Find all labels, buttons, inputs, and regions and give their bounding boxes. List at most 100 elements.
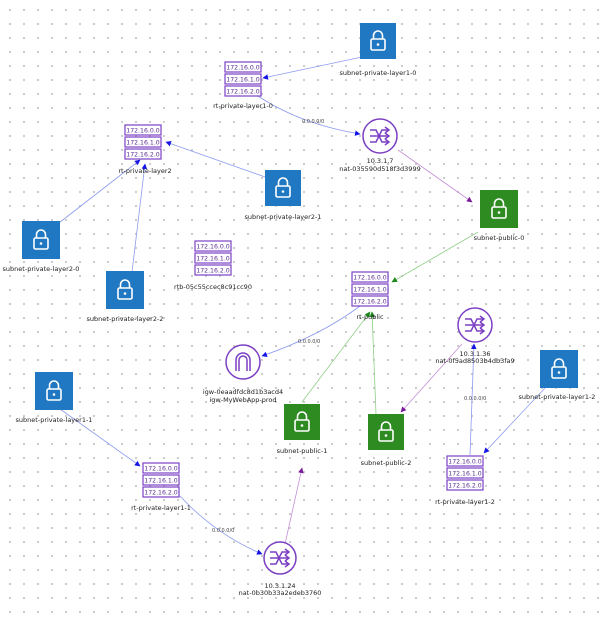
subnet-label: subnet-private-layer2-2 <box>87 315 164 323</box>
edges: 0.0.0.0/0 0.0.0.0/0 0.0.0.0/0 0.0.0.0/0 <box>54 56 546 555</box>
route-cidr: 172.16.1.0 <box>353 287 387 294</box>
route-table-icon <box>446 455 484 491</box>
edge-spl10-rt10 <box>262 56 363 80</box>
route-cidr: 172.16.2.0 <box>196 268 230 275</box>
route-table-icon <box>194 240 232 276</box>
nat-ip: 10.3.1.7 <box>367 157 394 165</box>
route-table-icon <box>224 61 262 97</box>
route-cidr: 172.16.1.0 <box>448 471 482 478</box>
route-table-label: rt-private-layer1-0 <box>213 102 273 110</box>
nat-gateway-icon <box>263 541 297 575</box>
lock-icon <box>491 198 507 219</box>
route-cidr: 172.16.1.0 <box>144 478 178 485</box>
edge-nat0-sp0 <box>397 149 473 203</box>
route-table-rtb-05c55ccec8c91cc90[interactable]: 172.16.0.0 172.16.1.0 172.16.2.0 rtb-05c… <box>174 240 252 291</box>
igw-id: igw-0eaadfdc8d1b3acd4 <box>203 388 283 396</box>
edge-label: 0.0.0.0/0 <box>212 528 234 534</box>
route-table-rt-private-layer1-0[interactable]: 172.16.0.0 172.16.1.0 172.16.2.0 rt-priv… <box>213 61 273 110</box>
subnet-label: subnet-public-1 <box>277 447 328 455</box>
route-table-label: rt-private-layer1-2 <box>435 498 495 506</box>
edge-label: 0.0.0.0/0 <box>302 119 324 125</box>
route-cidr: 172.16.2.0 <box>126 152 160 159</box>
edge-nat1-sp2 <box>400 343 463 413</box>
subnet-label: subnet-private-layer1-0 <box>340 69 417 77</box>
lock-icon <box>294 411 310 432</box>
edge-rt12-nat1 <box>469 343 477 456</box>
subnet-label: subnet-private-layer2-1 <box>245 213 322 221</box>
subnet-public-0-node[interactable]: subnet-public-0 <box>474 190 525 242</box>
lock-icon <box>117 279 133 300</box>
subnet-label: subnet-public-0 <box>474 234 525 242</box>
route-table-rt-private-layer2[interactable]: 172.16.0.0 172.16.1.0 172.16.2.0 rt-priv… <box>118 124 172 175</box>
route-cidr: 172.16.2.0 <box>448 483 482 490</box>
subnet-label: subnet-private-layer1-1 <box>16 416 93 424</box>
internet-gateway-icon <box>225 344 261 380</box>
edge-sp2-rtpub <box>369 311 377 415</box>
lock-icon <box>370 30 386 51</box>
nat-gateway-icon <box>362 118 398 154</box>
nat-ip: 10.3.1.24 <box>264 582 295 590</box>
route-table-label: rtb-05c55ccec8c91cc90 <box>174 283 252 291</box>
route-cidr: 172.16.0.0 <box>144 466 178 473</box>
route-cidr: 172.16.2.0 <box>353 299 387 306</box>
nat-name: nat-035590d518f3d3999 <box>339 165 420 173</box>
nat-ip: 10.3.1.36 <box>459 350 490 358</box>
route-table-icon <box>142 462 180 498</box>
subnet-private-layer2-2-node[interactable]: subnet-private-layer2-2 <box>87 271 164 323</box>
subnet-private-layer2-1-node[interactable]: subnet-private-layer2-1 <box>245 170 322 221</box>
edge-rt10-nat0 <box>257 95 361 136</box>
edge-label: 0.0.0.0/0 <box>464 396 486 402</box>
nat-name: nat-0f5ad8503b4db3fa9 <box>435 357 514 365</box>
route-cidr: 172.16.1.0 <box>126 140 160 147</box>
route-cidr: 172.16.0.0 <box>226 65 260 72</box>
lock-icon <box>551 358 567 379</box>
subnet-public-1-node[interactable]: subnet-public-1 <box>277 404 328 455</box>
edge-rtpub-igw <box>261 305 361 358</box>
lock-icon <box>46 380 62 401</box>
route-cidr: 172.16.2.0 <box>226 89 260 96</box>
subnet-private-layer2-0-node[interactable]: subnet-private-layer2-0 <box>3 221 80 273</box>
edge-spl12-rt12 <box>483 387 546 454</box>
lock-icon <box>275 177 291 198</box>
route-table-label: rt-private-layer2 <box>118 167 171 175</box>
nat-name: nat-0b30b33a2edeb3760 <box>239 589 322 597</box>
edge-nat2-sp1 <box>284 467 304 545</box>
edge-spl21-rt2 <box>165 141 269 179</box>
edge-spl20-rt2 <box>54 159 141 227</box>
edge-label: 0.0.0.0/0 <box>298 339 320 345</box>
route-table-rt-private-layer1-2[interactable]: 172.16.0.0 172.16.1.0 172.16.2.0 rt-priv… <box>435 455 495 506</box>
route-table-rt-private-layer1-1[interactable]: 172.16.0.0 172.16.1.0 172.16.2.0 rt-priv… <box>131 462 191 512</box>
subnet-private-layer1-2-node[interactable]: subnet-private-layer1-2 <box>519 350 596 401</box>
lock-icon <box>33 229 49 250</box>
route-table-rt-public[interactable]: 172.16.0.0 172.16.1.0 172.16.2.0 rt-publ… <box>351 271 389 321</box>
route-cidr: 172.16.2.0 <box>144 490 178 497</box>
subnet-label: subnet-private-layer1-2 <box>519 393 596 401</box>
lock-icon <box>378 421 394 442</box>
internet-gateway-igw-MyWebApp-prod[interactable]: igw-0eaadfdc8d1b3acd4 igw-MyWebApp-prod <box>203 344 283 404</box>
subnet-private-layer1-1-node[interactable]: subnet-private-layer1-1 <box>16 372 93 424</box>
edge-sp1-rtpub <box>301 311 371 403</box>
edge-rt11-nat2 <box>179 495 263 555</box>
route-cidr: 172.16.0.0 <box>196 244 230 251</box>
route-cidr: 172.16.0.0 <box>353 275 387 282</box>
route-cidr: 172.16.0.0 <box>126 128 160 135</box>
edge-sp0-rtpub <box>391 231 479 283</box>
nat-gateway-nat-035590d518f3d3999[interactable]: 10.3.1.7 nat-035590d518f3d3999 <box>339 118 421 173</box>
nat-gateway-nat-0b30b33a2edeb3760[interactable]: 10.3.1.24 nat-0b30b33a2edeb3760 <box>239 541 322 597</box>
route-table-label: rt-private-layer1-1 <box>131 504 191 512</box>
route-cidr: 172.16.1.0 <box>196 256 230 263</box>
nat-gateway-icon <box>457 307 493 343</box>
route-table-icon <box>124 124 162 160</box>
subnet-private-layer1-0-node[interactable]: subnet-private-layer1-0 <box>340 23 417 77</box>
subnet-public-2-node[interactable]: subnet-public-2 <box>361 414 412 467</box>
nat-gateway-nat-0f5ad8503b4db3fa9[interactable]: 10.3.1.36 nat-0f5ad8503b4db3fa9 <box>435 307 515 365</box>
igw-name: igw-MyWebApp-prod <box>209 396 276 404</box>
subnet-label: subnet-public-2 <box>361 459 412 467</box>
route-table-icon <box>351 271 389 307</box>
subnet-label: subnet-private-layer2-0 <box>3 265 80 273</box>
route-table-label: rt-public <box>356 313 384 321</box>
route-cidr: 172.16.1.0 <box>226 77 260 84</box>
edge-spl11-rt11 <box>59 408 141 467</box>
route-cidr: 172.16.0.0 <box>448 459 482 466</box>
